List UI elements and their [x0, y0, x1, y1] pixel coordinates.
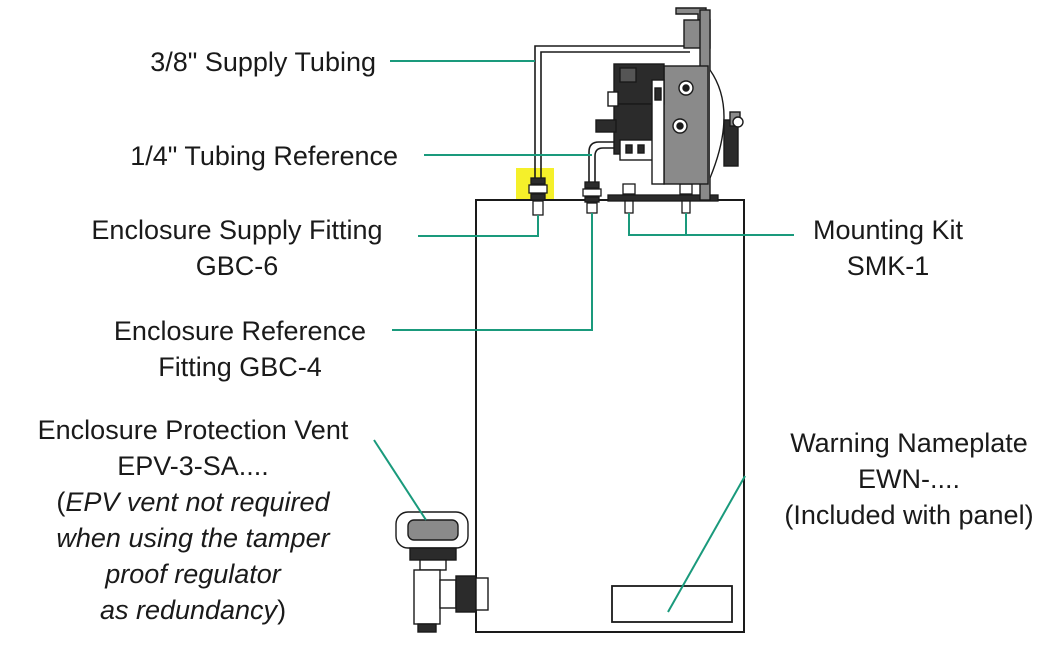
- supply-fitting-label: Enclosure Supply Fitting GBC-6: [60, 212, 414, 284]
- leader-reference-fitting: [392, 213, 593, 331]
- reference-fitting-line2: Fitting GBC-4: [158, 352, 322, 382]
- protection-vent-note-line2: when using the tamper: [56, 523, 330, 553]
- reference-fitting-label: Enclosure Reference Fitting GBC-4: [90, 313, 390, 385]
- tubing-reference-label: 1/4" Tubing Reference: [130, 141, 398, 171]
- reference-tubing: [588, 141, 640, 182]
- mounting-kit-label: Mounting Kit SMK-1: [796, 212, 980, 284]
- protection-vent-note-line4: as redundancy): [99, 595, 287, 625]
- protection-vent-label: Enclosure Protection Vent EPV-3-SA.... (…: [6, 412, 380, 628]
- supply-tubing-label: 3/8" Supply Tubing: [150, 47, 376, 77]
- protection-vent-note-line3: proof regulator: [105, 559, 281, 589]
- supply-fitting-line2: GBC-6: [195, 251, 279, 281]
- nameplate-line1: Warning Nameplate: [790, 428, 1028, 458]
- supply-fitting-line1: Enclosure Supply Fitting: [91, 215, 383, 245]
- leader-protection-vent: [373, 439, 427, 521]
- mounting-kit-line1: Mounting Kit: [812, 215, 964, 245]
- leader-mounting-kit: [628, 213, 794, 236]
- nameplate-line3: (Included with panel): [784, 500, 1034, 530]
- protection-vent-line2: EPV-3-SA....: [117, 451, 269, 481]
- protection-vent: [395, 511, 489, 633]
- protection-vent-line1: Enclosure Protection Vent: [37, 415, 349, 445]
- enclosure-box: [475, 199, 745, 633]
- nameplate-label: Warning Nameplate EWN-.... (Included wit…: [762, 425, 1056, 533]
- leader-lines: [373, 60, 794, 613]
- nameplate-line2: EWN-....: [858, 464, 960, 494]
- protection-vent-note-line1: (EPV vent not required: [56, 487, 330, 517]
- regulator-assembly: [595, 7, 744, 201]
- supply-tubing: [534, 45, 690, 178]
- mounting-kit-line2: SMK-1: [846, 251, 930, 281]
- supply-fitting: [528, 177, 548, 216]
- leader-nameplate: [667, 475, 746, 613]
- reference-fitting-line1: Enclosure Reference: [113, 316, 367, 346]
- leader-supply-fitting: [418, 215, 539, 237]
